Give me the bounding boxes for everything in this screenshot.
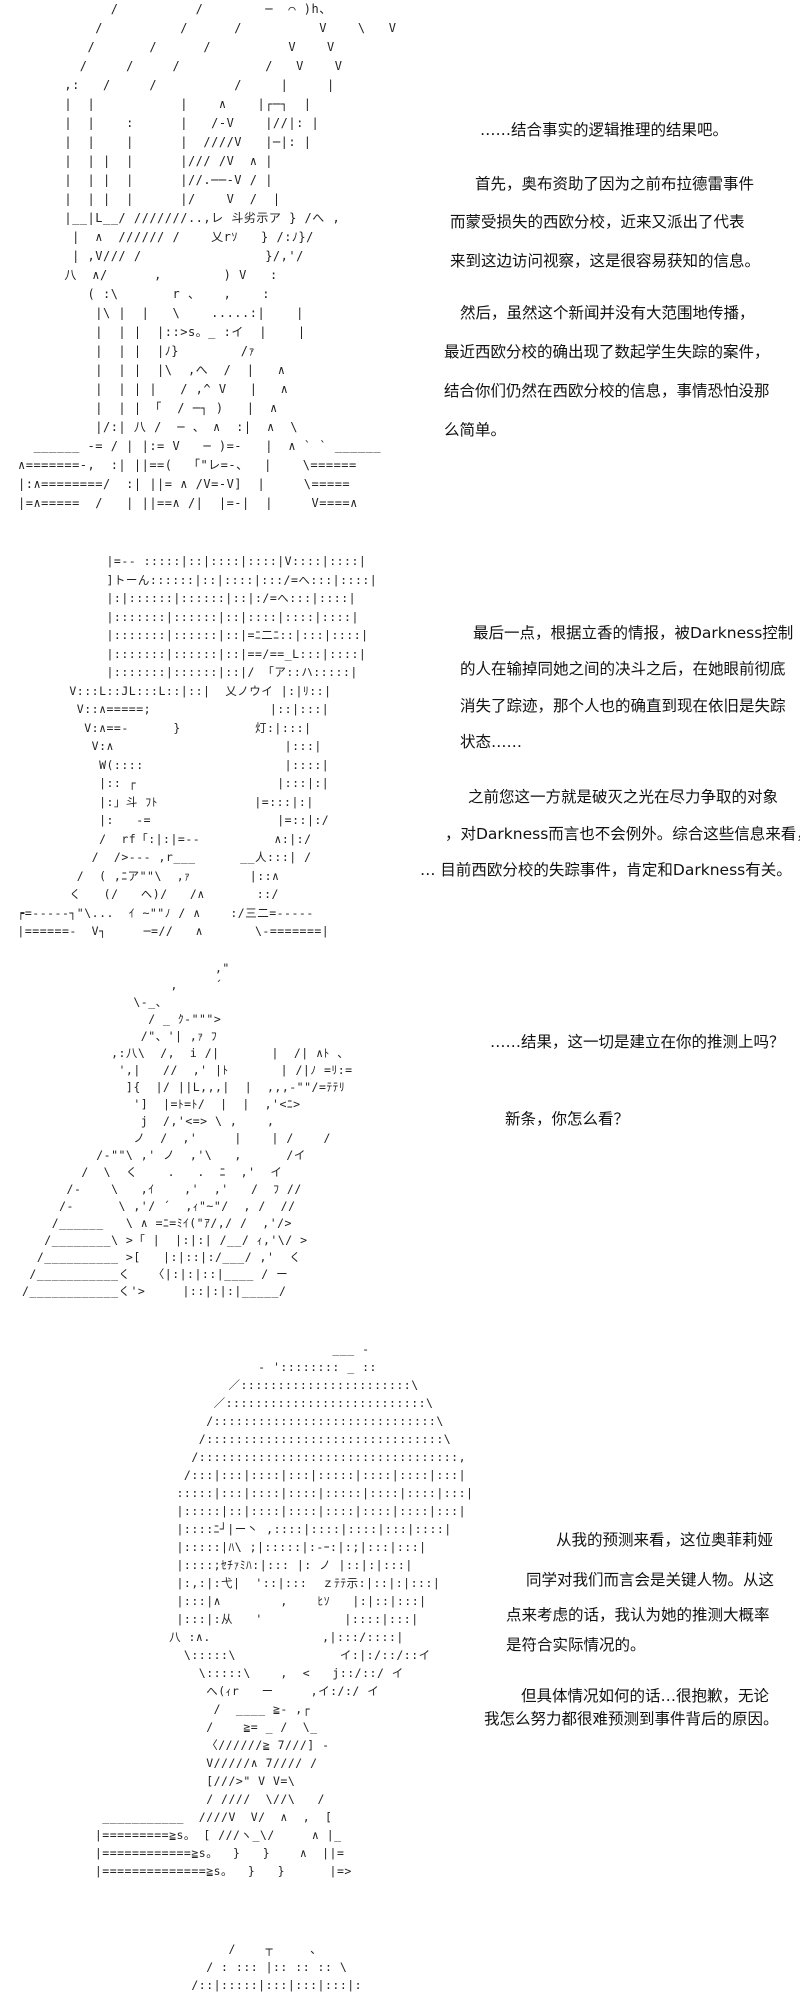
dialogue-line: 而蒙受损失的西欧分校，近来又派出了代表 (450, 213, 745, 231)
ascii-art-character-5-partial: / ┬ 、 / : ::: |:: :: :: \ /::|:::::|:::|… (191, 1942, 363, 1992)
dialogue-line: 新条，你怎么看？ (505, 1110, 630, 1128)
dialogue-line: 是符合实际情况的。 (506, 1636, 646, 1654)
dialogue-line: 同学对我们而言会是关键人物。从这 (526, 1571, 775, 1589)
dialogue-line: 的人在输掉同她之间的决斗之后，在她眼前彻底 (460, 660, 786, 678)
dialogue-line: 消失了踪迹，那个人也的确直到现在依旧是失踪 (460, 697, 786, 715)
dialogue-line: ……结合事实的逻辑推理的结果吧。 (480, 121, 729, 139)
dialogue-line: 状态…… (460, 733, 523, 751)
dialogue-line: 我怎么努力都很难预测到事件背后的原因。 (484, 1710, 779, 1728)
ascii-art-character-1: / / ─ ⌒ )h、 / / / V \ V / / / V V / / / … (18, 2, 397, 510)
dialogue-line: 来到这边访问视察，这是很容易获知的信息。 (450, 252, 761, 270)
dialogue-line: 点来考虑的话，我认为她的推测大概率 (506, 1606, 770, 1624)
dialogue-line: 首先，奥布资助了因为之前布拉德雷事件 (475, 175, 755, 193)
ascii-art-character-2: |=-- :::::|::|::::|::::|V::::|::::| ]トーん… (17, 554, 378, 938)
dialogue-line: 结合你们仍然在西欧分校的信息，事情恐怕没那 (444, 382, 770, 400)
ascii-art-character-4: ___ - - ':::::::: _ :: ／::::::::::::::::… (94, 1342, 474, 1878)
dialogue-line: 么简单。 (444, 421, 507, 439)
ascii-art-character-3: ," , ´ \-_、 / _ ｸ-"""> /"、'| ,ｧ ﾌ ,:八\ /… (22, 961, 353, 1298)
dialogue-line: … 目前西欧分校的失踪事件，肯定和Darkness有关。 (420, 861, 792, 879)
dialogue-line: 但具体情况如何的话…很抱歉，无论 (521, 1687, 770, 1705)
dialogue-line: ……结果，这一切是建立在你的推测上吗？ (490, 1033, 785, 1051)
dialogue-line: 从我的预测来看，这位奥菲莉娅 (556, 1531, 774, 1549)
dialogue-line: 最近西欧分校的确出现了数起学生失踪的案件， (444, 343, 770, 361)
dialogue-line: 然后，虽然这个新闻并没有大范围地传播， (460, 304, 755, 322)
dialogue-line: 之前您这一方就是破灭之光在尽力争取的对象 (468, 788, 779, 806)
dialogue-line: ，对Darkness而言也不会例外。综合这些信息来看， (445, 825, 800, 843)
dialogue-line: 最后一点，根据立香的情报，被Darkness控制 (473, 624, 794, 642)
